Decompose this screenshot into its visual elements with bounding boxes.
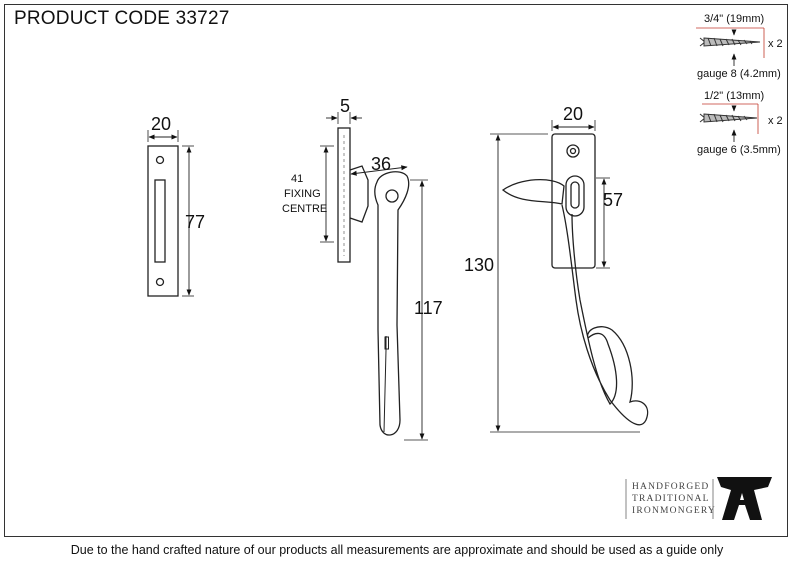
side-plate	[337, 127, 351, 263]
screw-spec-1: 3/4" (19mm) x 2 gauge 8 (4.2mm)	[696, 13, 783, 80]
screw-1-length: 3/4" (19mm)	[704, 13, 764, 25]
brand-line-2: TRADITIONAL	[632, 494, 710, 504]
disclaimer-text: Due to the hand crafted nature of our pr…	[70, 543, 724, 557]
screw-2-gauge: gauge 6 (3.5mm)	[697, 144, 781, 156]
screw-1-gauge: gauge 8 (4.2mm)	[697, 68, 781, 80]
side-handle-length-label: 117	[414, 298, 443, 318]
screw-1-icon	[699, 37, 761, 47]
page-title: PRODUCT CODE 33727	[14, 8, 230, 29]
side-pivot	[385, 189, 399, 203]
fixing-centre-value: 41	[291, 173, 303, 185]
fixing-centre-label-1: FIXING	[284, 188, 321, 200]
front-lever-thumb	[501, 178, 565, 205]
side-handle	[374, 171, 410, 436]
keep-width-label: 20	[151, 114, 171, 134]
front-handle-curl	[561, 204, 649, 426]
brand-line-3: IRONMONGERY	[632, 506, 716, 516]
keep-screw-hole-bottom	[155, 277, 165, 287]
screw-2-quantity: x 2	[768, 115, 783, 127]
brand-line-1: HANDFORGED	[632, 482, 709, 492]
front-view-drawing	[490, 120, 649, 433]
front-plate	[551, 133, 596, 269]
fixing-centre-label-2: CENTRE	[282, 203, 327, 215]
keep-height-label: 77	[185, 212, 205, 232]
keep-screw-hole-top	[155, 155, 165, 165]
keep-slot	[154, 179, 166, 263]
keep-plate	[147, 145, 179, 297]
screw-1-quantity: x 2	[768, 38, 783, 50]
screw-spec-2: 1/2" (13mm) x 2 gauge 6 (3.5mm)	[697, 90, 783, 156]
side-view-drawing	[320, 112, 428, 441]
front-plate-width-label: 20	[563, 104, 583, 124]
front-boss	[565, 175, 585, 217]
front-screw-hole-top	[566, 144, 580, 158]
brand-block: HANDFORGED TRADITIONAL IRONMONGERY	[625, 477, 772, 520]
side-plate-thickness-label: 5	[340, 96, 350, 116]
drawing-frame	[4, 4, 788, 537]
screw-2-length: 1/2" (13mm)	[704, 90, 764, 102]
anvil-logo	[717, 477, 772, 520]
front-plate-height-label: 57	[603, 190, 623, 210]
side-tip-detail	[384, 336, 389, 350]
side-boss	[349, 165, 369, 223]
screw-2-icon	[699, 113, 758, 123]
side-projection-label: 36	[371, 154, 391, 174]
front-total-height-label: 130	[464, 255, 494, 275]
keep-drawing	[147, 130, 194, 297]
